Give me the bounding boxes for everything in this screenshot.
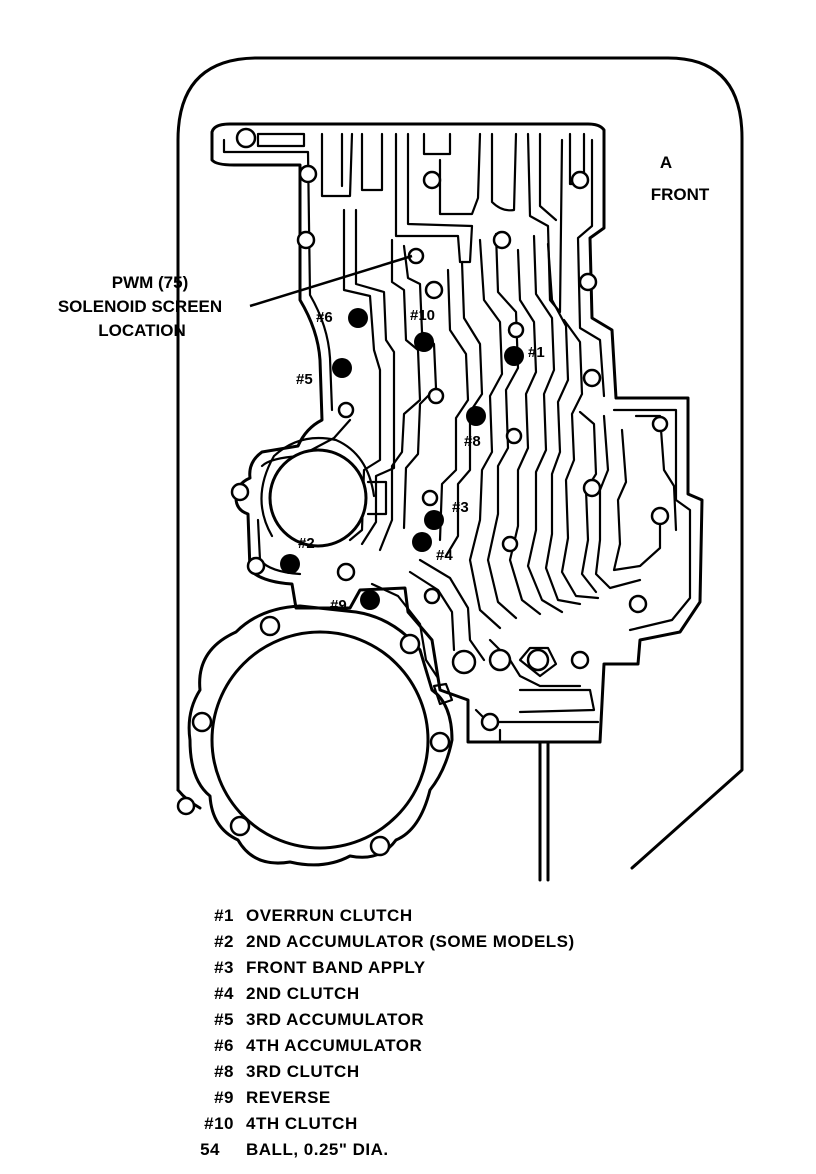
check-ball-10: #10 (410, 307, 435, 352)
accumulator-slot (366, 480, 388, 516)
front-arrow-glyph: A (660, 153, 672, 172)
valve-body-inner (222, 138, 692, 632)
legend-item: 54 BALL, 0.25" DIA. (200, 1140, 389, 1159)
legend-item: #5 3RD ACCUMULATOR (214, 1010, 424, 1029)
svg-text:FRONT BAND APPLY: FRONT BAND APPLY (246, 958, 426, 977)
pwm-leader-line (249, 254, 413, 308)
legend-item: #8 3RD CLUTCH (214, 1062, 360, 1081)
valve-body-outline (210, 122, 704, 744)
svg-text:BALL, 0.25" DIA.: BALL, 0.25" DIA. (246, 1140, 389, 1159)
svg-text:4TH CLUTCH: 4TH CLUTCH (246, 1114, 358, 1133)
svg-text:54: 54 (200, 1140, 220, 1159)
svg-text:#9: #9 (214, 1088, 234, 1107)
svg-text:REVERSE: REVERSE (246, 1088, 331, 1107)
svg-text:#3: #3 (214, 958, 234, 977)
svg-text:2ND CLUTCH: 2ND CLUTCH (246, 984, 360, 1003)
legend-item: #2 2ND ACCUMULATOR (SOME MODELS) (214, 932, 575, 951)
svg-text:#6: #6 (214, 1036, 234, 1055)
svg-text:4TH ACCUMULATOR: 4TH ACCUMULATOR (246, 1036, 422, 1055)
svg-text:#1: #1 (214, 906, 234, 925)
front-label: FRONT (651, 185, 710, 204)
svg-text:3RD CLUTCH: 3RD CLUTCH (246, 1062, 360, 1081)
middle-channels (342, 208, 678, 630)
legend-item: #4 2ND CLUTCH (214, 984, 360, 1003)
svg-text:#8: #8 (214, 1062, 234, 1081)
svg-text:#4: #4 (436, 547, 453, 564)
pwm-label-line2: SOLENOID SCREEN (58, 297, 222, 316)
svg-text:#5: #5 (214, 1010, 234, 1029)
legend-item: #10 4TH CLUTCH (204, 1114, 358, 1133)
svg-text:2ND ACCUMULATOR (SOME MODELS): 2ND ACCUMULATOR (SOME MODELS) (246, 932, 575, 951)
check-ball-5: #5 (296, 358, 352, 388)
svg-text:3RD ACCUMULATOR: 3RD ACCUMULATOR (246, 1010, 424, 1029)
case-outline (176, 56, 744, 870)
svg-text:#4: #4 (214, 984, 234, 1003)
svg-text:#5: #5 (296, 371, 313, 388)
check-ball-4: #4 (412, 532, 453, 564)
lower-channels (370, 558, 600, 744)
svg-text:#2: #2 (298, 535, 315, 552)
legend-item: #6 4TH ACCUMULATOR (214, 1036, 422, 1055)
pwm-label-line1: PWM (75) (112, 273, 189, 292)
gasket-outer (187, 604, 454, 867)
check-ball-1: #1 (504, 344, 545, 366)
legend-item: #1 OVERRUN CLUTCH (214, 906, 413, 925)
legend: #1 OVERRUN CLUTCH #2 2ND ACCUMULATOR (SO… (200, 906, 575, 1159)
check-ball-8: #8 (464, 406, 486, 450)
svg-text:#10: #10 (410, 307, 435, 324)
pwm-label-line3: LOCATION (98, 321, 186, 340)
legend-item: #9 REVERSE (214, 1088, 331, 1107)
svg-text:#1: #1 (528, 344, 545, 361)
upper-channels (256, 132, 586, 314)
legend-item: #3 FRONT BAND APPLY (214, 958, 426, 977)
check-ball-2: #2 (280, 535, 315, 574)
gasket-bore (210, 630, 430, 850)
svg-text:#2: #2 (214, 932, 234, 951)
check-ball-3: #3 (424, 499, 469, 530)
svg-text:#10: #10 (204, 1114, 234, 1133)
svg-text:OVERRUN CLUTCH: OVERRUN CLUTCH (246, 906, 413, 925)
check-ball-9: #9 (330, 590, 380, 614)
accumulator-bore-outer (260, 436, 376, 538)
accumulator-bore (268, 448, 368, 548)
svg-text:#6: #6 (316, 309, 333, 326)
check-ball-6: #6 (316, 308, 368, 328)
svg-text:#3: #3 (452, 499, 469, 516)
bolt-holes (176, 127, 670, 857)
svg-text:#8: #8 (464, 433, 481, 450)
svg-text:#9: #9 (330, 597, 347, 614)
